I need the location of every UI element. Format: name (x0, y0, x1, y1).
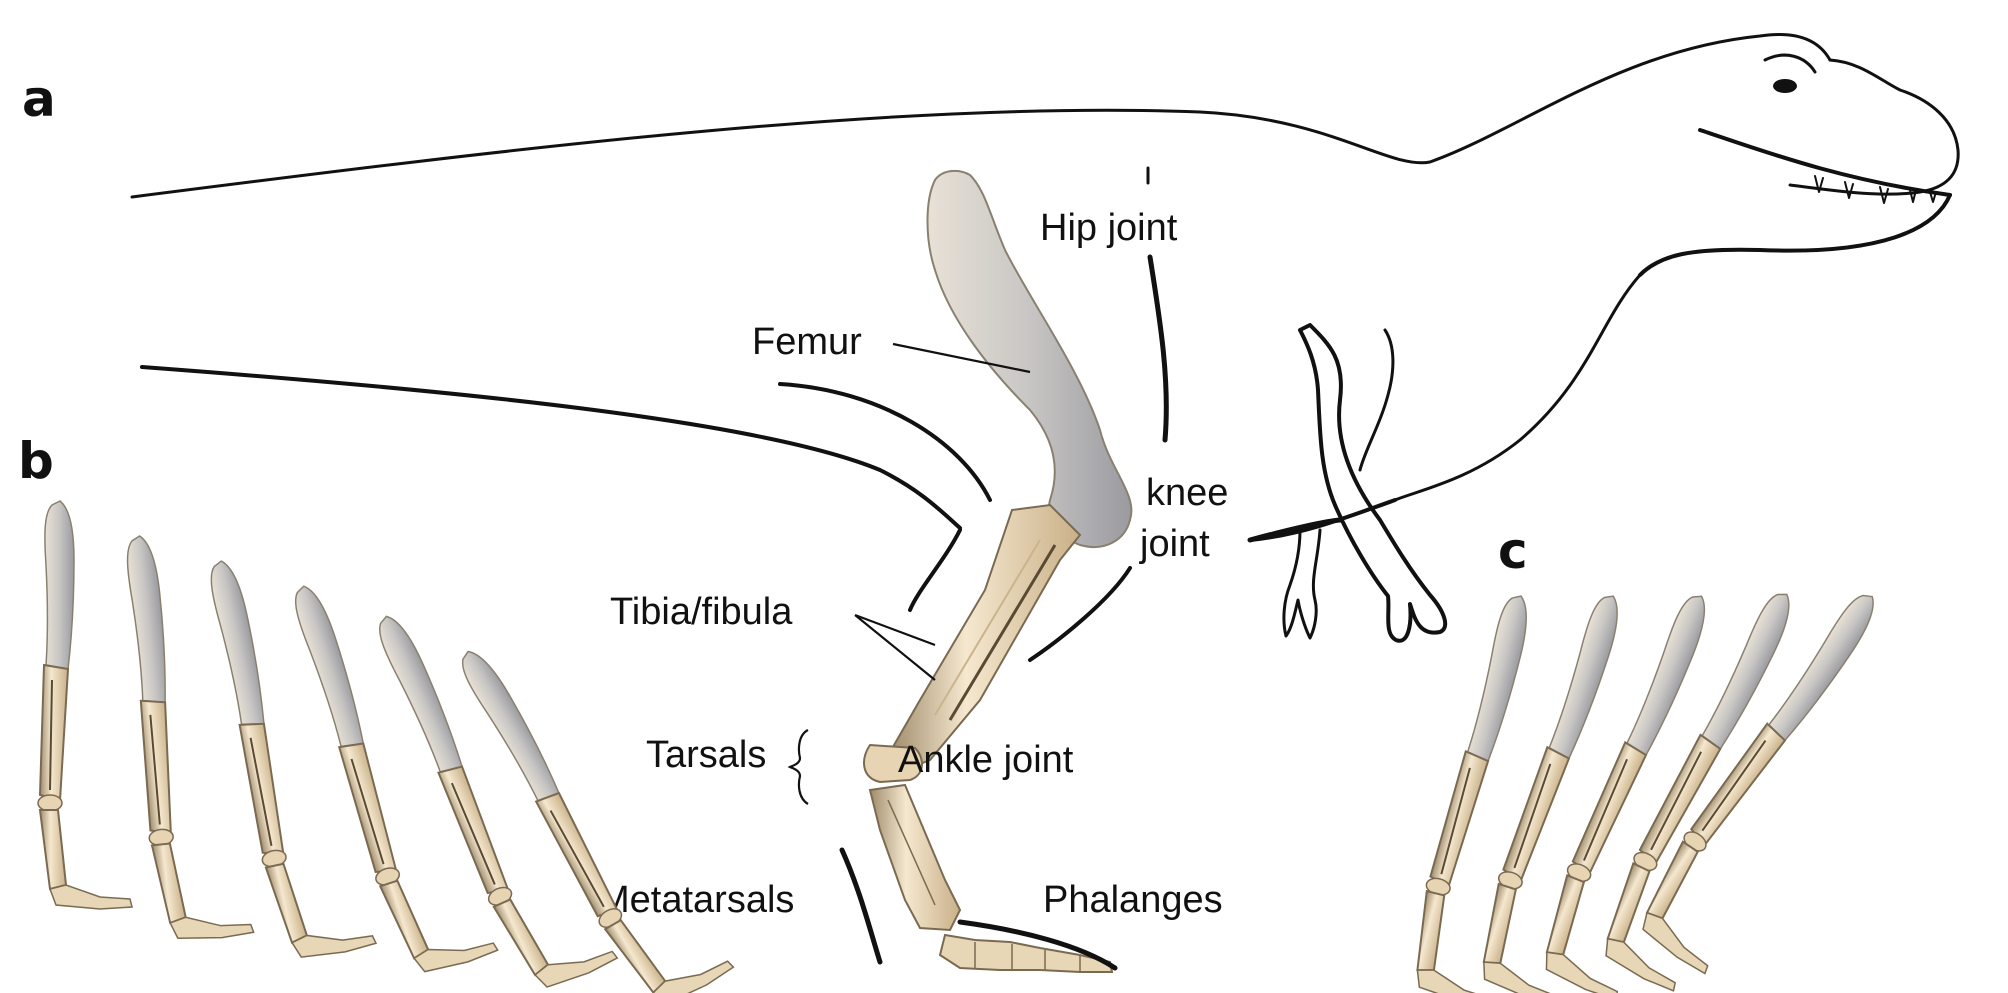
panel-label-b: b (18, 432, 54, 490)
label-ankle-joint: Ankle joint (898, 739, 1074, 781)
label-phalanges: Phalanges (1043, 879, 1223, 921)
metatarsals-bracket (842, 850, 880, 962)
label-knee-line1: knee (1146, 472, 1228, 514)
label-tibia-fibula: Tibia/fibula (610, 591, 793, 633)
label-femur: Femur (752, 321, 862, 363)
main-leg-skeleton (864, 171, 1131, 972)
tibia-fibula-bone (890, 505, 1080, 770)
label-metatarsals: Metatarsals (598, 879, 794, 921)
label-tarsals: Tarsals (646, 734, 766, 776)
metatarsal-bones (870, 785, 960, 930)
tibia-leader-line (855, 615, 935, 680)
leg-sequence-c (1401, 584, 1932, 993)
label-knee-line2: joint (1139, 523, 1210, 565)
panel-label-a: a (22, 70, 56, 128)
panel-label-c: c (1498, 522, 1528, 580)
label-hip-joint: Hip joint (1040, 207, 1178, 249)
eye-icon (1773, 79, 1797, 93)
leg-pose-b-6 (449, 616, 734, 993)
leg-pose-b-1 (38, 501, 132, 909)
tarsals-brace (790, 730, 808, 804)
